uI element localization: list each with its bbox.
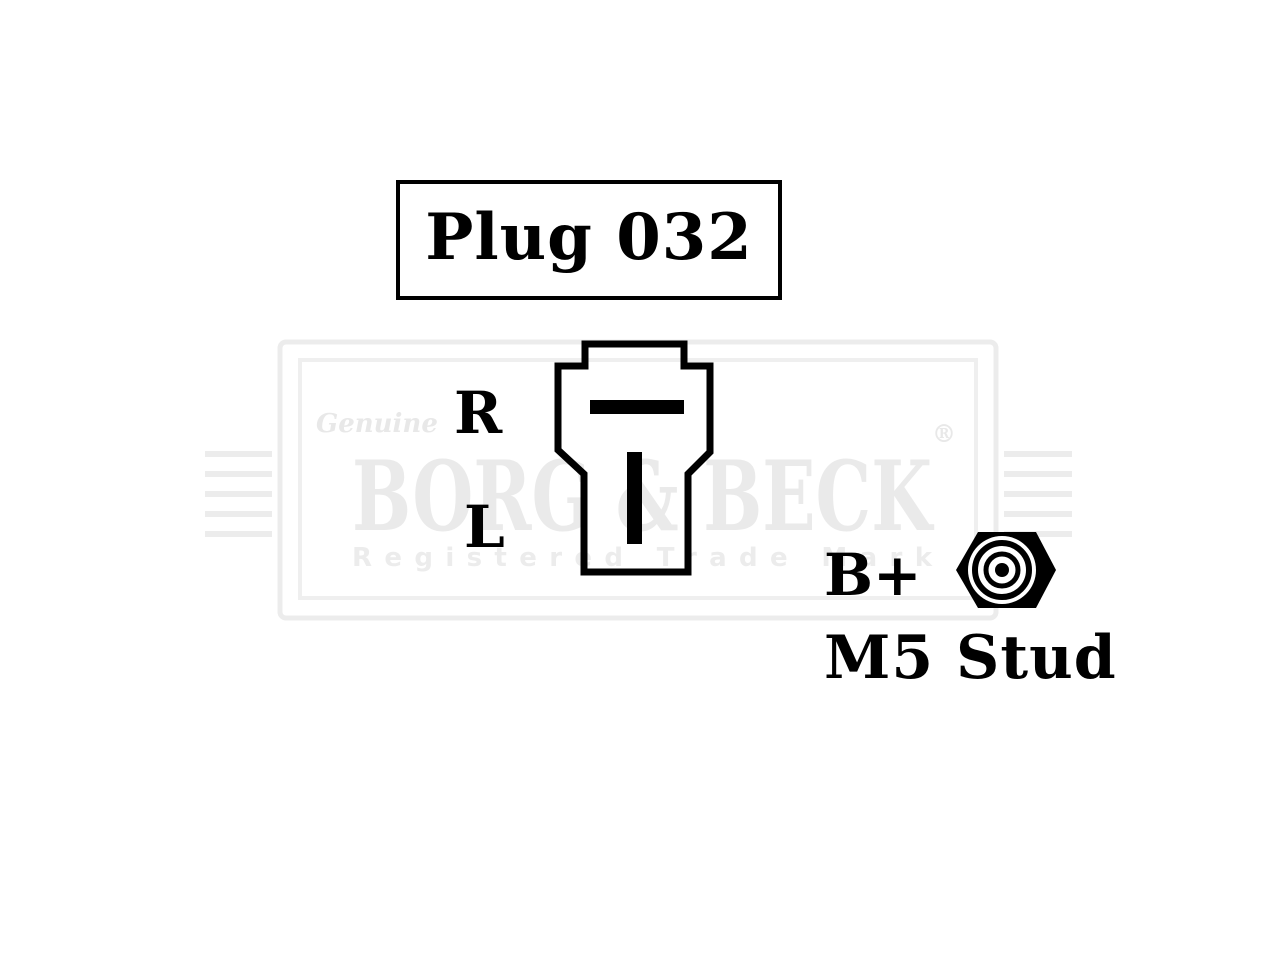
watermark-registered-mark: ® bbox=[932, 419, 956, 448]
r-terminal-blade bbox=[590, 400, 684, 414]
stud-description: M5 Stud bbox=[824, 623, 1117, 693]
terminal-label-bplus: B+ bbox=[824, 541, 922, 609]
watermark-script-word: Genuine bbox=[316, 409, 438, 439]
pin-label-r: R bbox=[454, 379, 503, 447]
plug-title: Plug 032 bbox=[425, 200, 753, 275]
watermark-brand: BORG & BECK bbox=[352, 440, 935, 553]
plug-title-box: Plug 032 bbox=[396, 180, 782, 300]
watermark-tagline: Registered Trade Mark bbox=[352, 543, 933, 573]
l-terminal-blade bbox=[627, 452, 642, 544]
pin-label-l: L bbox=[464, 493, 505, 561]
